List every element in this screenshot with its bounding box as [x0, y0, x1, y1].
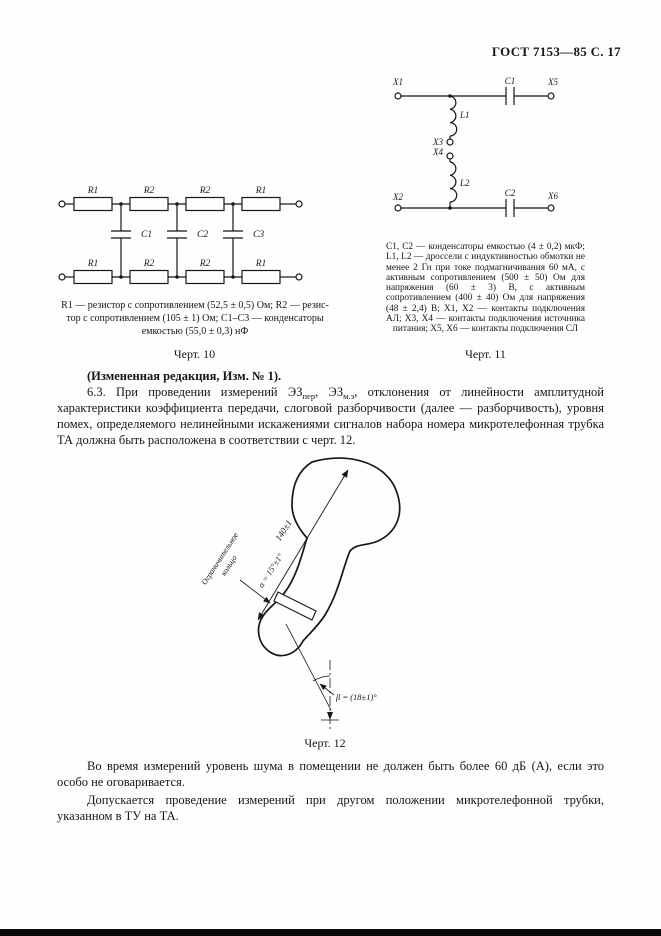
terminal-icon	[446, 152, 454, 160]
terminal-icon	[295, 273, 303, 281]
fig10-caption-line: тор с сопротивлением (105 ± 1) Ом; С1–С3…	[66, 313, 324, 324]
terminal-label: X2	[392, 192, 403, 202]
junction-dots	[119, 202, 235, 279]
resistor-label: R2	[143, 186, 155, 196]
down-arrowhead-icon	[327, 712, 333, 720]
fig12-label: Черт. 12	[304, 736, 346, 750]
junction-dots	[448, 94, 452, 210]
resistor-label: R1	[87, 186, 99, 196]
beta-angle-arc	[312, 675, 331, 682]
paragraph-allow: Допускается проведение измерений при дру…	[57, 793, 604, 823]
fig10-caption-line: R1 — резистор с сопротивлением (52,5 ± 0…	[61, 300, 329, 311]
resistor-label: R1	[255, 186, 267, 196]
capacitor-label: C2	[505, 188, 516, 198]
terminal-label: X4	[432, 147, 443, 157]
dimension-line-140	[257, 469, 349, 621]
body-text-top: (Измененная редакция, Изм. № 1). 6.3. Пр…	[57, 368, 604, 448]
para63-text: 6.3. При проведении измерений ЭЗ	[87, 385, 303, 399]
ring-leader-arrow	[239, 579, 271, 604]
fig11-circuit-diagram: X1 C1 X5 L1 X3 X4 L2 X2 C2 X6	[392, 76, 558, 217]
resistor-label: R1	[255, 259, 267, 269]
resistor-label: R2	[199, 186, 211, 196]
dimension-140-label: 140±1	[273, 518, 294, 543]
capacitor-label: C3	[253, 230, 264, 240]
fig10-caption-line: емкостью (55,0 ± 0,3) нФ	[141, 326, 249, 337]
terminal-icon	[394, 204, 402, 212]
resistor-symbol	[185, 196, 225, 212]
inductor-symbol	[449, 95, 458, 137]
fig11-caption: С1, С2 — конденсаторы емкостью (4 ± 0,2)…	[386, 242, 585, 335]
capacitor-symbol	[223, 204, 243, 277]
para63-text: , отклонения от линейности амплитудной х…	[57, 385, 604, 447]
capacitor-label: C2	[197, 230, 208, 240]
terminal-icon	[446, 138, 454, 146]
beta-angle-label: β = (18±1)°	[335, 692, 377, 702]
body-text-bottom: Во время измерений уровень шума в помеще…	[57, 758, 604, 824]
inductor-label: L2	[459, 178, 470, 188]
capacitor-symbol	[111, 204, 131, 277]
handset-axis-line	[285, 623, 332, 711]
terminal-label: X5	[547, 77, 558, 87]
para63-subscript: пер	[302, 391, 316, 401]
capacitor-label: C1	[141, 230, 152, 240]
terminal-label: X6	[547, 191, 558, 201]
fig10-caption: R1 — резистор с сопротивлением (52,5 ± 0…	[45, 299, 345, 338]
terminal-icon	[58, 200, 66, 208]
amendment-note: (Измененная редакция, Изм. № 1).	[87, 369, 282, 383]
resistor-symbol	[185, 269, 225, 285]
para63-subscript: м.э	[343, 391, 355, 401]
inductor-symbol	[449, 161, 458, 203]
terminal-icon	[58, 273, 66, 281]
terminal-icon	[295, 200, 303, 208]
limiting-ring	[273, 591, 317, 621]
resistor-label: R1	[87, 259, 99, 269]
resistor-symbol	[73, 269, 113, 285]
terminal-icon	[547, 204, 555, 212]
fig12-handset-drawing: Ограничительное кольцо 140±1 α = 15°±1° …	[200, 457, 401, 730]
fig10-circuit-diagram: R1 R2 R2 R1 R1 R2 R2 R1 C1 C2 C3	[58, 186, 303, 285]
paragraph-6-3: 6.3. При проведении измерений ЭЗпер, ЭЗм…	[57, 384, 604, 448]
resistor-symbol	[241, 269, 281, 285]
para63-text: , ЭЗ	[315, 385, 344, 399]
resistor-label: R2	[199, 259, 211, 269]
inductor-label: L1	[459, 110, 470, 120]
paragraph-noise: Во время измерений уровень шума в помеще…	[57, 759, 604, 789]
scan-edge-bar	[0, 929, 661, 936]
resistor-symbol	[129, 196, 169, 212]
beta-leader-arrow	[319, 683, 335, 696]
capacitor-label: C1	[505, 76, 516, 86]
alpha-angle-label: α = 15°±1°	[256, 551, 286, 589]
terminal-icon	[547, 92, 555, 100]
resistor-symbol	[129, 269, 169, 285]
capacitor-symbol	[167, 204, 187, 277]
resistor-symbol	[73, 196, 113, 212]
terminal-label: X1	[392, 77, 403, 87]
fig10-label: Черт. 10	[173, 347, 216, 361]
fig11-label: Черт. 11	[465, 347, 506, 361]
terminal-label: X3	[432, 137, 443, 147]
terminal-icon	[394, 92, 402, 100]
resistor-symbol	[241, 196, 281, 212]
page-header: ГОСТ 7153—85 С. 17	[491, 44, 621, 59]
resistor-label: R2	[143, 259, 155, 269]
